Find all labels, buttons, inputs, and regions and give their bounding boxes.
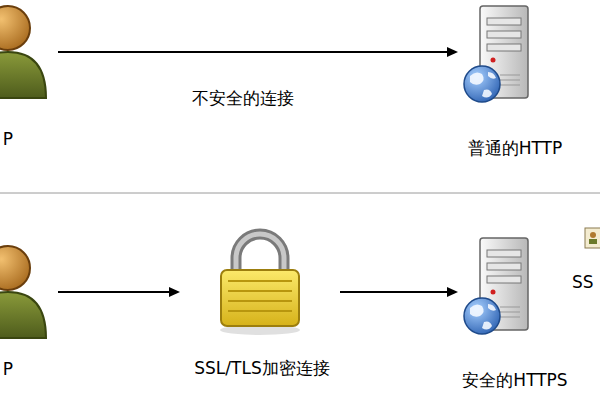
user-node: P [0, 4, 58, 104]
padlock-icon [220, 234, 300, 335]
arrow-connector [58, 287, 180, 297]
user-icon [0, 6, 46, 98]
node-label: P [3, 358, 13, 380]
lock-node: SSL/TLS加密连接 [180, 244, 340, 344]
node-label: 普通的HTTP [468, 137, 563, 159]
server-icon [464, 238, 528, 334]
node-label: SSL/TLS加密连接 [194, 357, 329, 379]
certificate-icon [585, 228, 600, 248]
edge-label: 不安全的连接 [192, 87, 294, 109]
node-label: P [3, 128, 13, 150]
server-node: 安全的HTTPS [458, 244, 534, 344]
arrow-connector [340, 287, 458, 297]
divider-line [0, 193, 600, 194]
arrow-connector [58, 47, 458, 57]
cropped-label: SS [572, 271, 594, 293]
user-node: P [0, 244, 58, 344]
node-label: 安全的HTTPS [462, 369, 567, 391]
server-node: 普通的HTTP [458, 4, 534, 104]
user-icon [0, 246, 46, 338]
server-icon [464, 6, 528, 102]
